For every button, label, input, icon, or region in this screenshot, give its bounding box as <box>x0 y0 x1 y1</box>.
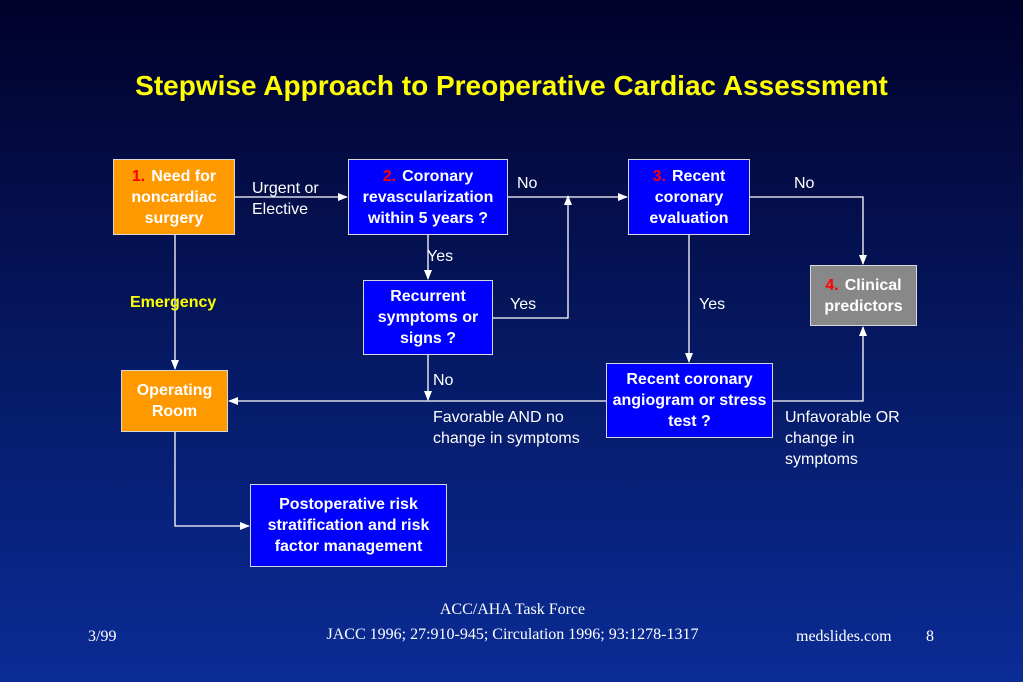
label-favorable: Favorable AND no change in symptoms <box>433 409 580 447</box>
step3-text: Recent coronary evaluation <box>649 167 729 227</box>
recurrent-symptoms-box: Recurrent symptoms or signs ? <box>363 280 493 355</box>
operating-room-box: Operating Room <box>121 370 228 432</box>
angiogram-box: Recent coronary angiogram or stress test… <box>606 363 773 438</box>
footer-date: 3/99 <box>88 628 117 645</box>
arrow-operating-room-to-postop <box>174 432 250 530</box>
label-urgent-elective: Urgent or Elective <box>252 180 319 218</box>
step4-text: Clinical predictors <box>824 276 903 315</box>
postop-box: Postoperative risk stratification and ri… <box>250 484 447 567</box>
label-yes-step2: Yes <box>427 248 454 265</box>
arrow-recurrent-yes-to-step2-line <box>493 195 572 319</box>
step1-box: 1.Need for noncardiac surgery <box>113 159 235 235</box>
label-no-step3: No <box>794 175 815 192</box>
footer-source-line2: JACC 1996; 27:910-945; Circulation 1996;… <box>326 626 699 643</box>
label-no-recurrent: No <box>433 372 454 389</box>
postop-text: Postoperative risk stratification and ri… <box>267 496 430 555</box>
footer-site: medslides.com <box>796 628 892 645</box>
footer-source-line1: ACC/AHA Task Force <box>439 601 586 618</box>
step4-number: 4. <box>825 276 839 294</box>
step3-number: 3. <box>652 167 666 185</box>
footer-page-number: 8 <box>926 628 934 645</box>
step3-box: 3.Recent coronary evaluation <box>628 159 750 235</box>
step1-text: Need for noncardiac surgery <box>131 167 217 227</box>
arrow-step3-no-to-step4 <box>750 196 867 265</box>
label-no-step2: No <box>517 175 538 192</box>
step2-box: 2.Coronary revascularization within 5 ye… <box>348 159 508 235</box>
arrow-angiogram-unfavorable-to-step4 <box>773 326 867 402</box>
step4-box: 4.Clinical predictors <box>810 265 917 326</box>
label-unfavorable: Unfavorable OR change in symptoms <box>785 409 900 468</box>
step2-number: 2. <box>382 167 397 185</box>
angiogram-text: Recent coronary angiogram or stress test… <box>612 371 767 430</box>
operating-room-text: Operating Room <box>136 382 213 420</box>
step2-text: Coronary revascularization within 5 year… <box>362 167 494 227</box>
step1-number: 1. <box>131 167 146 185</box>
label-yes-recurrent: Yes <box>510 296 537 313</box>
recurrent-symptoms-text: Recurrent symptoms or signs ? <box>377 288 479 347</box>
label-emergency: Emergency <box>130 294 217 311</box>
label-yes-step3: Yes <box>699 296 726 313</box>
slide-title: Stepwise Approach to Preoperative Cardia… <box>135 70 888 101</box>
